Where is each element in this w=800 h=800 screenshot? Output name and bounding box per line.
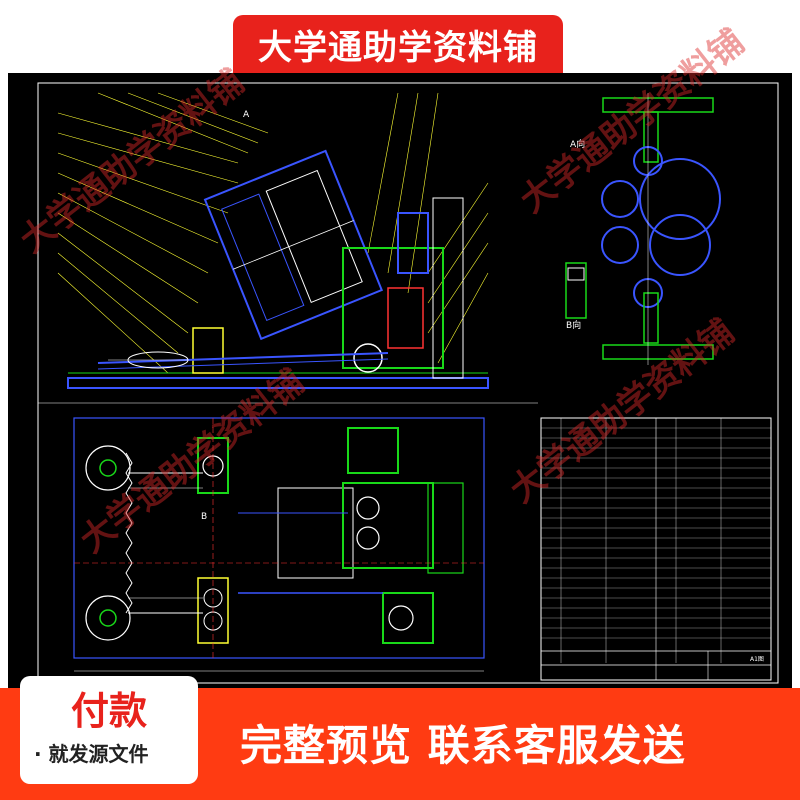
sprocket-upper — [85, 445, 131, 491]
bom-table — [540, 417, 772, 681]
pay-title: 付款 — [70, 689, 147, 733]
sprocket-lower — [85, 595, 131, 641]
leader-lines — [57, 92, 489, 374]
pay-subtitle: · 就发源文件 — [34, 742, 149, 766]
b-direction-view — [565, 262, 587, 319]
bom-rows — [541, 427, 771, 639]
a-direction-view — [601, 93, 721, 365]
tilted-hopper — [203, 149, 384, 341]
title-block-label: A1图 — [750, 656, 764, 663]
cad-drawing-svg: A — [37, 82, 779, 684]
contact-cta: 完整预览 联系客服发送 — [240, 721, 686, 770]
base-rail — [67, 377, 489, 389]
chain-teeth — [125, 452, 133, 614]
view-b-label: B向 — [566, 319, 581, 331]
pay-box[interactable]: 付款 · 就发源文件 — [20, 676, 198, 784]
cad-drawing: A — [8, 22, 792, 688]
view-a-label: A向 — [570, 138, 585, 150]
drawing-frame — [37, 82, 779, 684]
header-title: 大学通助学资料铺 — [258, 27, 538, 68]
section-b-label: B — [201, 512, 207, 522]
motor-block — [192, 327, 224, 374]
svg-text:A: A — [243, 110, 250, 120]
support-frame — [342, 247, 444, 369]
header-banner: 大学通助学资料铺 — [233, 15, 563, 73]
top-view-frame — [73, 417, 485, 659]
